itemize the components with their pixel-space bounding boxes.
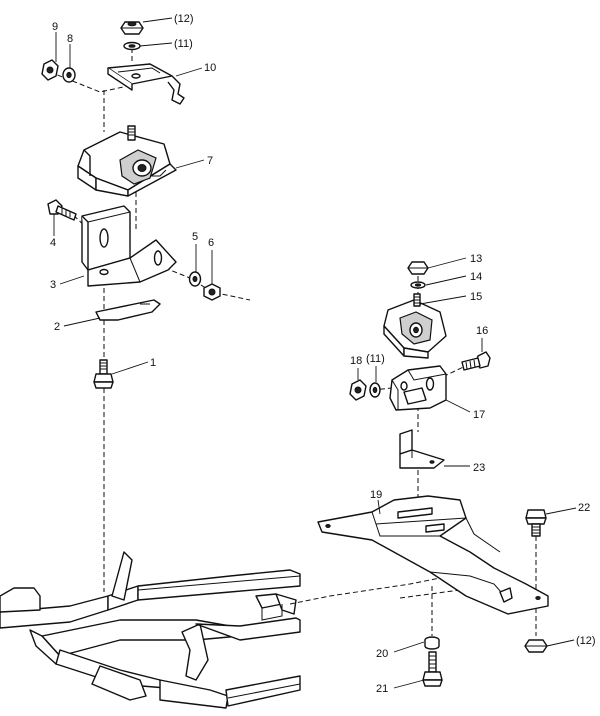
callout-10: 10 — [204, 62, 216, 74]
washer-20 — [424, 636, 440, 650]
washer-5 — [188, 271, 202, 287]
bracket-3 — [81, 205, 177, 287]
callout-22: 22 — [578, 502, 590, 514]
bolt-1 — [93, 359, 114, 389]
crossmember-19 — [317, 495, 549, 615]
callout-13: 13 — [470, 253, 482, 265]
callout-20: 20 — [376, 648, 388, 660]
callout-4: 4 — [50, 237, 56, 249]
bracket-17 — [389, 365, 447, 411]
callout-11b: (11) — [366, 353, 385, 365]
callout-14: 14 — [470, 271, 482, 283]
assembly-axis-frame — [289, 577, 441, 605]
callout-17: 17 — [473, 409, 485, 421]
bracket-10 — [107, 63, 185, 105]
callout-19: 19 — [370, 489, 382, 501]
bolt-16 — [461, 351, 491, 371]
callout-23: 23 — [473, 462, 485, 474]
callout-11: (11) — [174, 38, 193, 50]
nut-12b — [524, 639, 548, 653]
bolt-22 — [525, 509, 547, 537]
nut-18 — [349, 379, 367, 401]
callout-3: 3 — [50, 279, 56, 291]
callout-12b: (12) — [576, 635, 596, 647]
washer-8 — [62, 67, 76, 83]
leader-lines — [53, 17, 577, 689]
chassis-frame — [0, 551, 301, 709]
callout-15: 15 — [470, 291, 482, 303]
washer-14 — [410, 281, 426, 289]
callout-labels: (12) (11) 9 8 10 7 4 5 6 3 2 1 13 14 15 … — [50, 13, 596, 695]
nut-12 — [120, 21, 144, 35]
plate-2 — [95, 299, 161, 321]
callout-18: 18 — [350, 355, 362, 367]
callout-21: 21 — [376, 683, 388, 695]
washer-11b — [369, 382, 381, 398]
callout-1: 1 — [150, 357, 156, 369]
bolt-4 — [47, 199, 77, 221]
transmission-mount-15 — [383, 293, 447, 359]
callout-6: 6 — [208, 237, 214, 249]
nut-6 — [203, 283, 221, 301]
assembly-axis-frame-2 — [399, 589, 461, 599]
callout-12: (12) — [174, 13, 194, 25]
washer-11 — [123, 41, 141, 51]
callout-8: 8 — [67, 33, 73, 45]
bolt-21 — [422, 651, 443, 687]
callout-5: 5 — [192, 231, 198, 243]
assembly-axis-left — [49, 48, 251, 592]
engine-mount-7 — [77, 125, 177, 197]
callout-7: 7 — [207, 155, 213, 167]
callout-16: 16 — [476, 325, 488, 337]
callout-2: 2 — [54, 321, 60, 333]
nut-9 — [41, 59, 59, 81]
callout-9: 9 — [52, 21, 58, 33]
nut-13 — [407, 261, 429, 275]
bracket-23 — [399, 429, 445, 469]
